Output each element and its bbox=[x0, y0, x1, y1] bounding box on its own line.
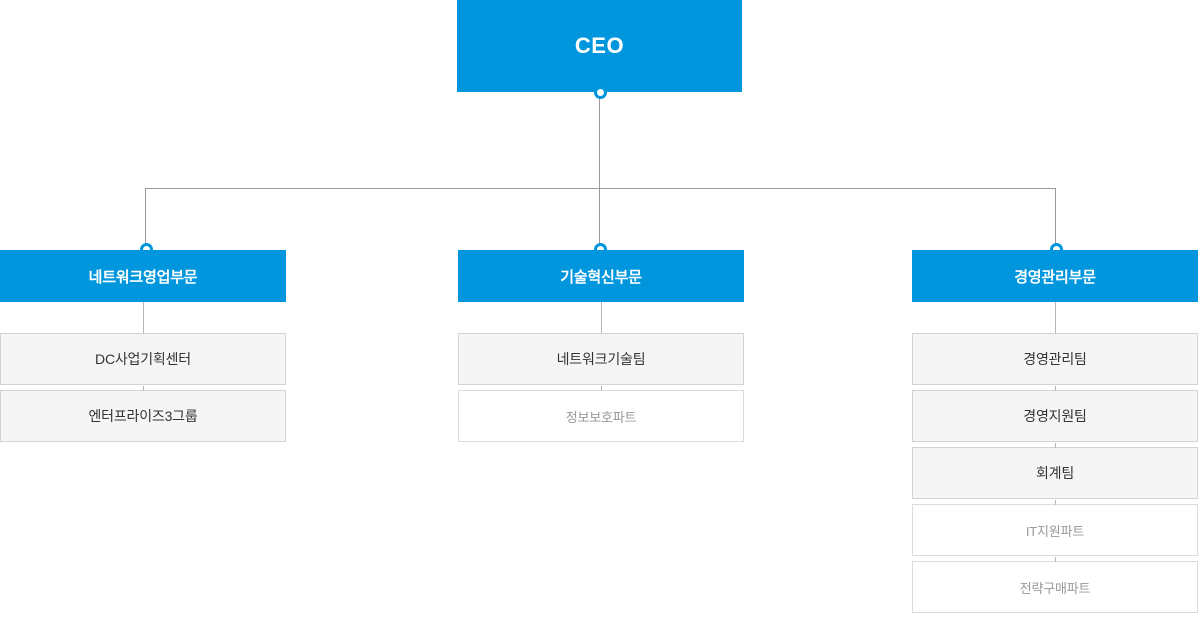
unit-list-management: 경영관리팀 경영지원팀 회계팀 IT지원파트 전략구매파트 bbox=[912, 333, 1198, 613]
connector-node-ceo-icon bbox=[594, 86, 607, 99]
department-column-management: 경영관리부문 경영관리팀 경영지원팀 회계팀 IT지원파트 전략구매파트 bbox=[912, 250, 1198, 613]
unit-box[interactable]: 경영관리팀 bbox=[912, 333, 1198, 385]
connector-stub-network-sales bbox=[0, 302, 286, 333]
unit-list-tech-innovation: 네트워크기술팀 정보보호파트 bbox=[458, 333, 744, 442]
department-header-management[interactable]: 경영관리부문 bbox=[912, 250, 1198, 302]
unit-label: IT지원파트 bbox=[1025, 523, 1085, 539]
node-ceo-label: CEO bbox=[574, 33, 625, 58]
connector-drop-network-sales bbox=[145, 188, 146, 250]
node-ceo[interactable]: CEO bbox=[457, 0, 742, 92]
unit-box[interactable]: IT지원파트 bbox=[912, 500, 1198, 556]
unit-label: 전략구매파트 bbox=[1019, 580, 1091, 596]
unit-label: 경영지원팀 bbox=[1023, 408, 1087, 424]
unit-label: 회계팀 bbox=[1035, 465, 1075, 481]
unit-box[interactable]: DC사업기획센터 bbox=[0, 333, 286, 385]
connector-drop-management bbox=[1055, 188, 1056, 250]
unit-box[interactable]: 네트워크기술팀 bbox=[458, 333, 744, 385]
department-label: 경영관리부문 bbox=[1014, 268, 1096, 286]
unit-label: 정보보호파트 bbox=[565, 409, 637, 425]
department-column-network-sales: 네트워크영업부문 DC사업기획센터 엔터프라이즈3그룹 bbox=[0, 250, 286, 442]
connector-stub-tech-innovation bbox=[458, 302, 744, 333]
connector-ceo-vertical bbox=[599, 92, 600, 189]
department-header-network-sales[interactable]: 네트워크영업부문 bbox=[0, 250, 286, 302]
unit-box[interactable]: 전략구매파트 bbox=[912, 557, 1198, 613]
unit-label: 경영관리팀 bbox=[1023, 351, 1087, 367]
unit-box[interactable]: 회계팀 bbox=[912, 443, 1198, 499]
unit-label: 엔터프라이즈3그룹 bbox=[88, 408, 198, 424]
department-label: 기술혁신부문 bbox=[560, 268, 642, 286]
department-header-tech-innovation[interactable]: 기술혁신부문 bbox=[458, 250, 744, 302]
department-column-tech-innovation: 기술혁신부문 네트워크기술팀 정보보호파트 bbox=[458, 250, 744, 442]
unit-label: DC사업기획센터 bbox=[95, 351, 191, 367]
connector-stub-management bbox=[912, 302, 1198, 333]
connector-horizontal-bus bbox=[145, 188, 1056, 189]
department-label: 네트워크영업부문 bbox=[88, 268, 198, 286]
unit-label: 네트워크기술팀 bbox=[556, 351, 646, 367]
unit-box[interactable]: 엔터프라이즈3그룹 bbox=[0, 386, 286, 442]
connector-drop-tech-innovation bbox=[599, 188, 600, 250]
unit-list-network-sales: DC사업기획센터 엔터프라이즈3그룹 bbox=[0, 333, 286, 442]
unit-box[interactable]: 경영지원팀 bbox=[912, 386, 1198, 442]
unit-box[interactable]: 정보보호파트 bbox=[458, 386, 744, 442]
